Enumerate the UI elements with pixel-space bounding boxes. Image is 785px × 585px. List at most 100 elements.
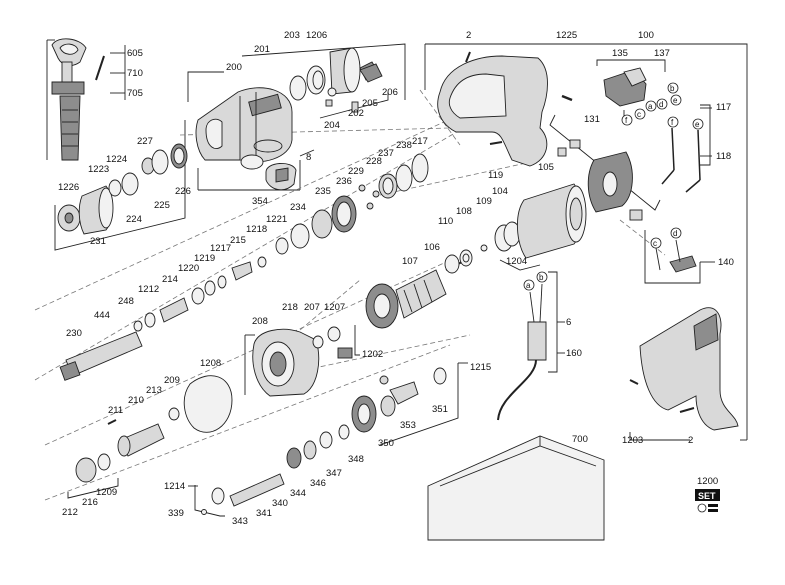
label-1202: 1202 xyxy=(362,349,383,360)
part-number-labels: 605 710 705 200 201 203 1206 2 1225 100 … xyxy=(58,30,734,527)
label-227: 227 xyxy=(137,136,153,147)
marker-c-set: c xyxy=(653,239,657,248)
label-110: 110 xyxy=(438,216,453,227)
label-343: 343 xyxy=(232,516,248,527)
label-354: 354 xyxy=(252,196,268,207)
label-1214: 1214 xyxy=(164,481,185,492)
label-118: 118 xyxy=(716,151,731,162)
label-224: 224 xyxy=(126,214,142,225)
label-209: 209 xyxy=(164,375,180,386)
label-104: 104 xyxy=(492,186,508,197)
rings-203-1206 xyxy=(289,47,379,107)
wire-markers: b e d a c f f e c d a b xyxy=(523,82,704,291)
label-2-bottom: 2 xyxy=(688,435,693,446)
mode-selector-part xyxy=(240,154,297,191)
label-105: 105 xyxy=(538,162,554,173)
label-160: 160 xyxy=(566,348,582,359)
gear-assembly-parts xyxy=(201,367,447,515)
stator-part xyxy=(516,139,643,259)
label-201: 201 xyxy=(254,44,270,55)
label-212: 212 xyxy=(62,507,78,518)
assembled-drill-part xyxy=(629,307,739,431)
label-8: 8 xyxy=(306,152,311,163)
label-216: 216 xyxy=(82,497,98,508)
label-1219: 1219 xyxy=(194,253,215,264)
label-218: 218 xyxy=(282,302,298,313)
label-1215: 1215 xyxy=(470,362,491,373)
marker-d-top: d xyxy=(659,100,663,109)
label-351: 351 xyxy=(432,404,448,415)
gear-housing-part xyxy=(195,87,293,163)
label-200: 200 xyxy=(226,62,242,73)
label-341: 341 xyxy=(256,508,272,519)
label-1208: 1208 xyxy=(200,358,221,369)
label-1206: 1206 xyxy=(306,30,327,41)
label-339: 339 xyxy=(168,508,184,519)
label-2-top: 2 xyxy=(466,30,471,41)
label-1207: 1207 xyxy=(324,302,345,313)
label-106: 106 xyxy=(424,242,440,253)
label-1223: 1223 xyxy=(88,164,109,175)
label-6: 6 xyxy=(566,317,571,328)
label-208: 208 xyxy=(252,316,268,327)
switch-part xyxy=(603,67,701,273)
label-1218: 1218 xyxy=(246,224,267,235)
label-235: 235 xyxy=(315,186,331,197)
set-badge-text: SET xyxy=(698,491,716,501)
side-handle-part xyxy=(51,38,105,161)
carry-case-part xyxy=(427,435,605,541)
label-347: 347 xyxy=(326,468,342,479)
label-348: 348 xyxy=(348,454,364,465)
label-231: 231 xyxy=(90,236,106,247)
label-211: 211 xyxy=(108,405,123,416)
label-137: 137 xyxy=(654,48,670,59)
label-700: 700 xyxy=(572,434,588,445)
label-605: 605 xyxy=(127,48,143,59)
label-228: 228 xyxy=(366,156,382,167)
label-1220: 1220 xyxy=(178,263,199,274)
marker-c-top: c xyxy=(637,110,641,119)
label-100: 100 xyxy=(638,30,654,41)
label-117: 117 xyxy=(716,102,731,113)
set-badge: SET xyxy=(695,489,720,513)
label-214: 214 xyxy=(162,274,178,285)
label-1221: 1221 xyxy=(266,214,287,225)
chuck-parts xyxy=(75,453,111,483)
label-230: 230 xyxy=(66,328,82,339)
label-203: 203 xyxy=(284,30,300,41)
label-1225: 1225 xyxy=(556,30,577,41)
marker-e-top: e xyxy=(673,96,678,105)
label-225: 225 xyxy=(154,200,170,211)
marker-d-set: d xyxy=(673,229,677,238)
label-119: 119 xyxy=(488,170,503,181)
marker-f-top: f xyxy=(625,116,628,125)
label-238: 238 xyxy=(396,140,412,151)
handle-housing-part xyxy=(437,51,573,167)
tool-holder-parts xyxy=(57,143,188,235)
label-350: 350 xyxy=(378,438,394,449)
marker-b-cord: b xyxy=(539,273,544,282)
label-1212: 1212 xyxy=(138,284,159,295)
label-1209: 1209 xyxy=(96,487,117,498)
label-206: 206 xyxy=(382,87,398,98)
label-344: 344 xyxy=(290,488,306,499)
label-202: 202 xyxy=(348,108,364,119)
label-353: 353 xyxy=(400,420,416,431)
piston-train-parts xyxy=(59,256,267,381)
label-107: 107 xyxy=(402,256,418,267)
marker-b-top: b xyxy=(670,84,675,93)
label-131: 131 xyxy=(584,114,600,125)
label-135: 135 xyxy=(612,48,628,59)
marker-e-wire: e xyxy=(695,120,700,129)
label-1226: 1226 xyxy=(58,182,79,193)
cord-part xyxy=(497,283,547,421)
rotor-part xyxy=(365,257,471,329)
marker-a-cord: a xyxy=(526,281,531,290)
label-234: 234 xyxy=(290,202,306,213)
label-109: 109 xyxy=(476,196,492,207)
label-1200: 1200 xyxy=(697,476,718,487)
gear-train-parts xyxy=(275,153,429,255)
marker-a-top: a xyxy=(648,102,653,111)
